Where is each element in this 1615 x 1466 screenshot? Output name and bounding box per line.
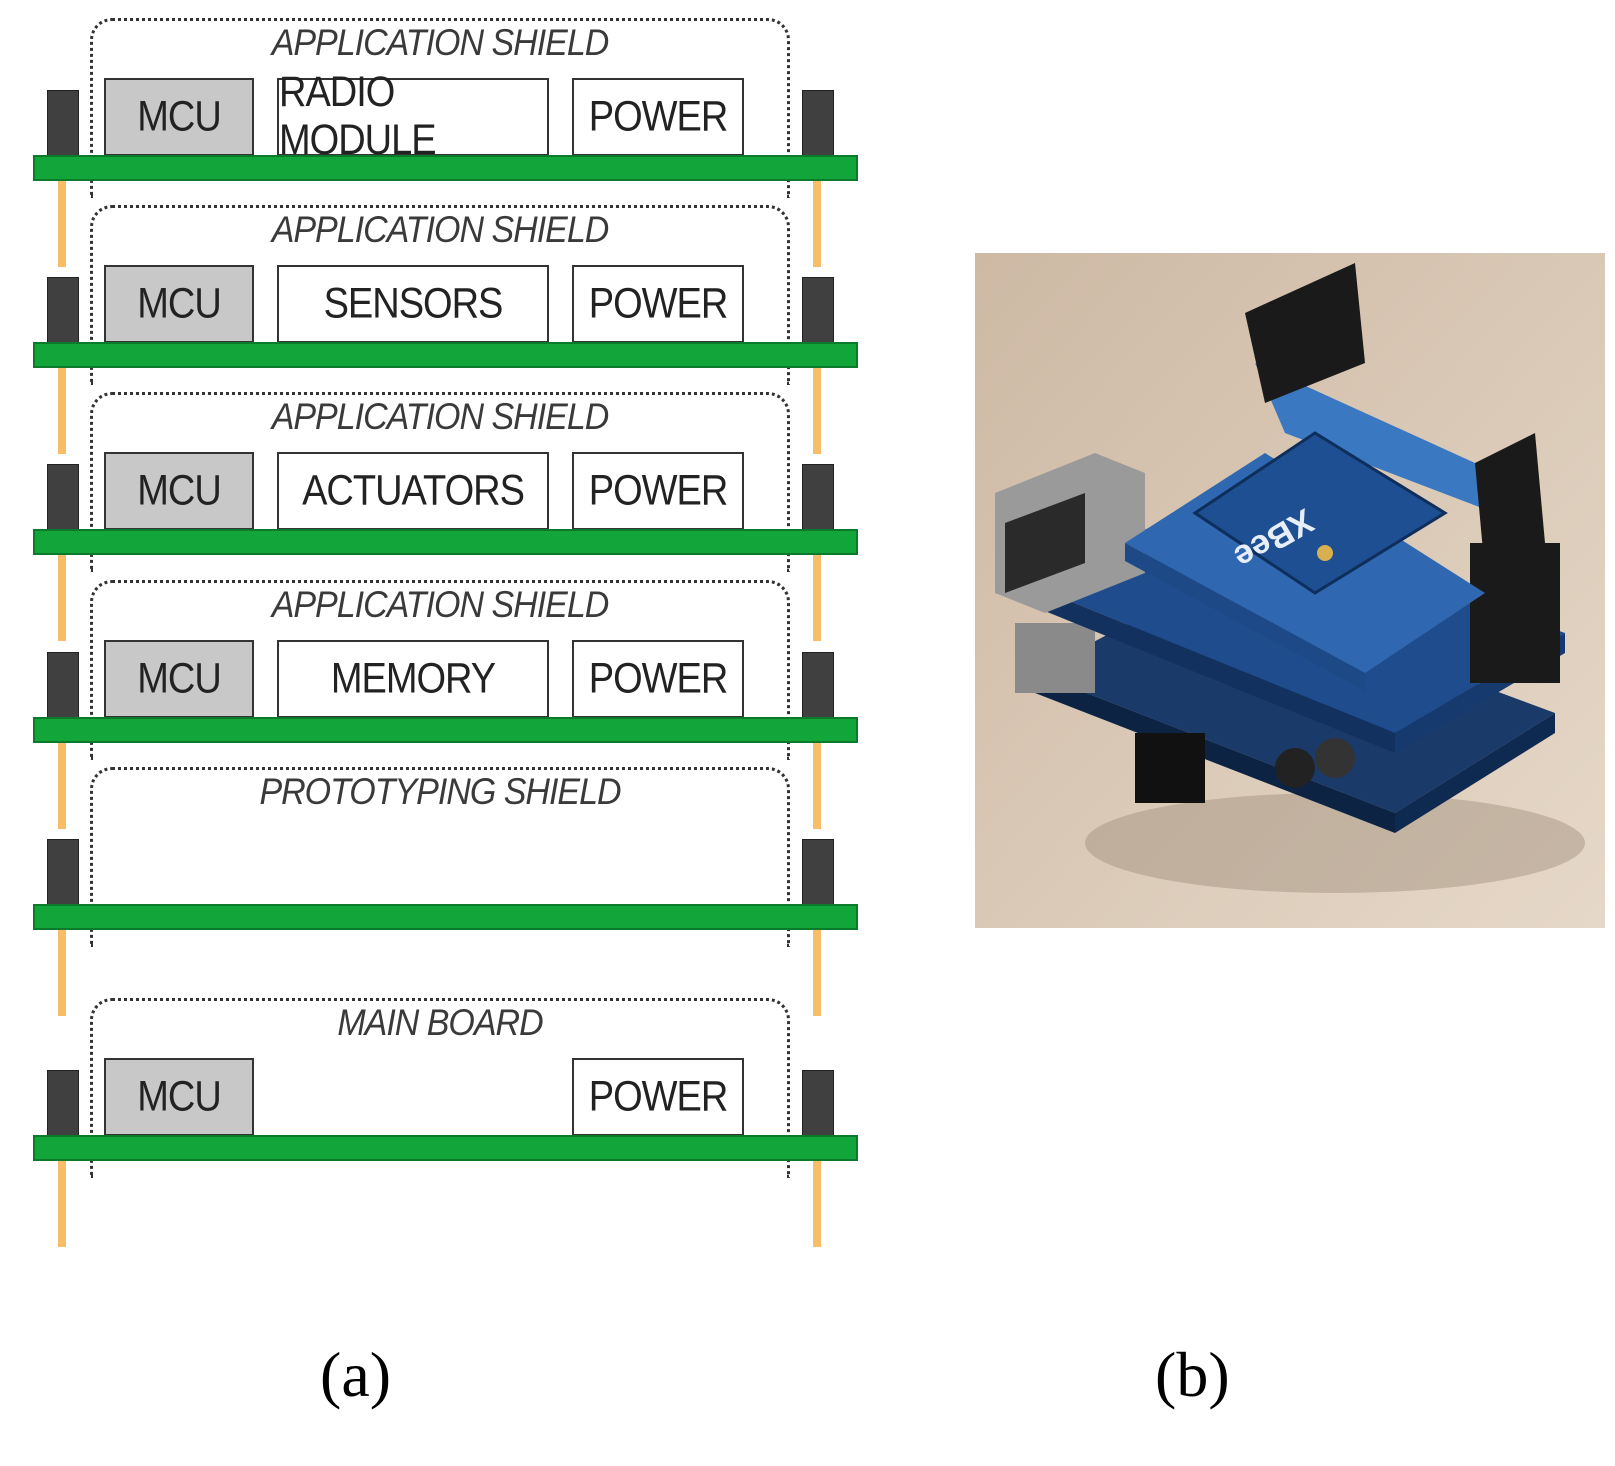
component-box: MCU xyxy=(104,1058,254,1136)
shield-layer: MAIN BOARD MCU POWER xyxy=(0,998,880,1247)
main-board-side xyxy=(1395,713,1555,833)
shield-layer: APPLICATION SHIELD MCU MEMORY POWER xyxy=(0,580,880,829)
pcb-board xyxy=(33,717,858,743)
shadow xyxy=(1085,793,1585,893)
stacking-header xyxy=(47,90,79,158)
pcb-board xyxy=(33,342,858,368)
component-box: POWER xyxy=(572,78,744,156)
component-label: MCU xyxy=(137,466,222,514)
component-box: POWER xyxy=(572,452,744,530)
stacking-header xyxy=(802,464,834,532)
shield-outline xyxy=(90,392,790,572)
shield-title: MAIN BOARD xyxy=(337,1002,543,1044)
main-board-edge xyxy=(1035,673,1395,833)
caption-a: (a) xyxy=(320,1339,392,1410)
pcb-board xyxy=(33,1135,858,1161)
dc-jack xyxy=(1135,733,1205,803)
header-pin-leg xyxy=(813,1161,821,1247)
component-label: MCU xyxy=(137,1072,222,1120)
stacking-header xyxy=(47,652,79,720)
header-pin-leg xyxy=(58,368,66,454)
component-box: MEMORY xyxy=(277,640,549,718)
header-pin-leg xyxy=(813,368,821,454)
stacking-header xyxy=(802,1070,834,1138)
component-box: MCU xyxy=(104,78,254,156)
shield-title: PROTOTYPING SHIELD xyxy=(259,771,621,813)
component-label: POWER xyxy=(588,92,729,140)
right-header-upper xyxy=(1475,433,1545,573)
component-label: MCU xyxy=(137,279,222,327)
xbee-shield-edge xyxy=(1125,543,1365,691)
stacking-header xyxy=(802,90,834,158)
shield-outline xyxy=(90,205,790,385)
shield-outline xyxy=(90,998,790,1178)
component-box: MCU xyxy=(104,640,254,718)
shield-title: APPLICATION SHIELD xyxy=(271,22,610,64)
shield-title: APPLICATION SHIELD xyxy=(271,584,610,626)
component-label: RADIO MODULE xyxy=(279,68,437,165)
component-label: POWER xyxy=(588,466,729,514)
component-box: RADIO MODULE xyxy=(277,69,549,164)
stacking-header xyxy=(47,1070,79,1138)
pcb-board xyxy=(33,155,858,181)
shield-layer: PROTOTYPING SHIELD xyxy=(0,767,880,1016)
rj45-opening xyxy=(1005,493,1085,593)
shield-layer: APPLICATION SHIELD MCU RADIO MODULE POWER xyxy=(0,18,880,267)
component-box: POWER xyxy=(572,640,744,718)
component-box: SENSORS xyxy=(277,265,549,343)
component-box: POWER xyxy=(572,1058,744,1136)
component-box: POWER xyxy=(572,265,744,343)
stacking-header xyxy=(47,464,79,532)
xbee-shield-top xyxy=(1255,363,1495,513)
top-header xyxy=(1245,263,1365,403)
xbee-antenna xyxy=(1317,545,1333,561)
shield-layer: APPLICATION SHIELD MCU ACTUATORS POWER xyxy=(0,392,880,641)
header-pin-leg xyxy=(813,930,821,1016)
header-pin-leg xyxy=(813,743,821,829)
arduino-shield-stack-photo: XBee xyxy=(975,253,1605,928)
component-label: SENSORS xyxy=(323,279,504,327)
stacking-header xyxy=(802,277,834,345)
ethernet-shield-edge xyxy=(1025,583,1395,753)
header-pin-leg xyxy=(58,555,66,641)
stacking-header xyxy=(47,839,79,907)
component-label: MCU xyxy=(137,654,222,702)
component-label: ACTUATORS xyxy=(302,466,525,514)
header-pin-leg xyxy=(58,930,66,1016)
component-box: MCU xyxy=(104,265,254,343)
header-pin-leg xyxy=(813,555,821,641)
component-label: MCU xyxy=(137,92,222,140)
pcb-board xyxy=(33,904,858,930)
usb-port xyxy=(1015,623,1095,693)
stacking-header xyxy=(802,652,834,720)
right-header-lower xyxy=(1470,543,1560,683)
component-label: POWER xyxy=(588,654,729,702)
stacking-header xyxy=(47,277,79,345)
component-label: POWER xyxy=(588,1072,729,1120)
component-box: MCU xyxy=(104,452,254,530)
shield-title: APPLICATION SHIELD xyxy=(271,209,610,251)
stacking-header xyxy=(802,839,834,907)
xbee-module xyxy=(1192,431,1448,595)
shield-outline xyxy=(90,18,790,198)
shield-outline xyxy=(90,767,790,947)
header-pin-leg xyxy=(58,743,66,829)
capacitor-1 xyxy=(1275,748,1315,788)
pcb-board xyxy=(33,529,858,555)
capacitor-2 xyxy=(1315,738,1355,778)
shield-title: APPLICATION SHIELD xyxy=(271,396,610,438)
shield-layer: APPLICATION SHIELD MCU SENSORS POWER xyxy=(0,205,880,454)
component-label: POWER xyxy=(588,279,729,327)
photo-illustration: XBee xyxy=(975,253,1605,928)
component-label: MEMORY xyxy=(330,654,496,702)
header-pin-leg xyxy=(813,181,821,267)
shield-outline xyxy=(90,580,790,760)
caption-b: (b) xyxy=(1155,1339,1230,1410)
component-box: ACTUATORS xyxy=(277,452,549,530)
header-pin-leg xyxy=(58,181,66,267)
header-pin-leg xyxy=(58,1161,66,1247)
